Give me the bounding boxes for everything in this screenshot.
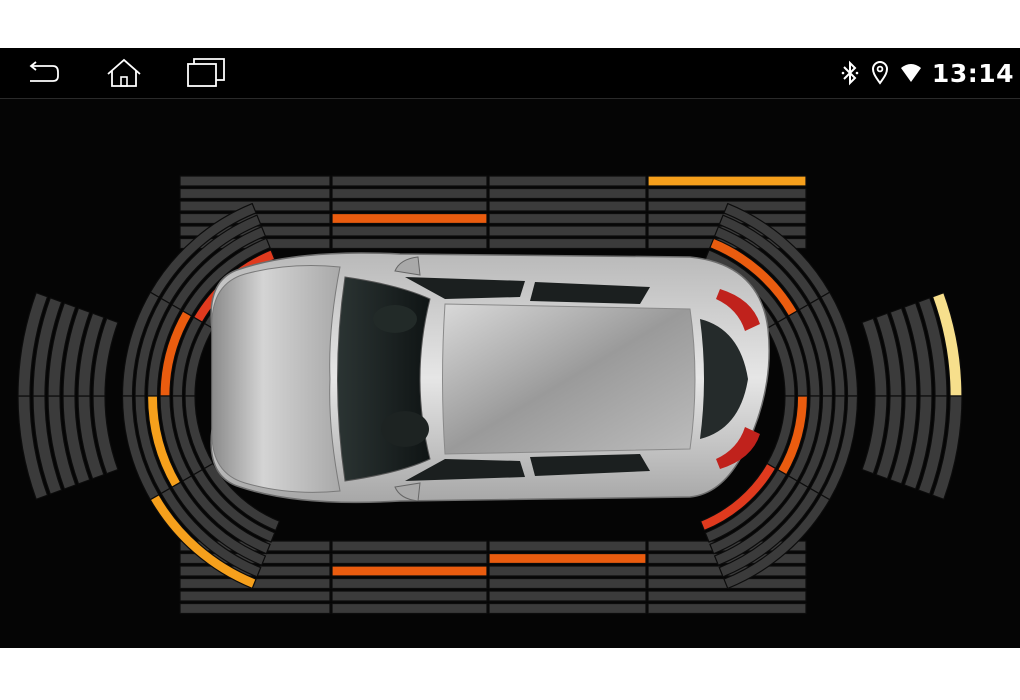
sensor-segment-top-mid-left-ring-2: [331, 225, 488, 237]
clock: 13:14: [931, 58, 1014, 88]
car-top-view: [210, 252, 770, 504]
back-button[interactable]: [20, 54, 64, 92]
sensor-segment-right-far-b-ring-4: [903, 395, 933, 490]
sensor-segment-left-rear-ring-3: [159, 395, 193, 482]
sensor-segment-left-far-b-ring-2: [77, 312, 105, 397]
sensor-segment-rear-right-corner-ring-3: [709, 475, 799, 555]
back-arrow-icon: [29, 61, 59, 82]
sensor-segment-rear-right-corner-ring-2: [704, 468, 788, 543]
sensor-segment-left-front-ring-6: [121, 291, 160, 397]
sensor-segment-top-mid-right-ring-3: [488, 212, 647, 225]
sensor-segment-rear-left-corner-ring-3: [181, 475, 271, 555]
sensor-segment-rear-left-corner-ring-2: [192, 468, 276, 543]
status-tray: 13:14: [840, 48, 1014, 98]
sensor-segment-bottom-mid-left-ring-2: [331, 552, 488, 565]
sensor-segment-left-far-b-ring-4: [47, 302, 77, 397]
sensor-segment-top-right-ring-5: [647, 187, 807, 200]
sensor-segment-top-mid-right-ring-1: [488, 237, 647, 250]
sensor-segment-front-left-corner-ring-3: [181, 237, 271, 317]
sensor-segment-right-far-b-ring-3: [889, 395, 918, 485]
sensor-segment-left-rear-ring-4: [146, 395, 182, 489]
sensor-segment-front-left-corner-ring-6: [149, 202, 257, 299]
sensor-segment-top-mid-left-ring-6: [331, 175, 488, 187]
sensor-segment-rear-right-corner-ring-1: [699, 462, 777, 532]
sensor-segment-bottom-mid-right-ring-4: [488, 577, 647, 590]
sensor-segment-bottom-left-ring-5: [179, 590, 331, 602]
sensor-segment-rear-left-corner-ring-6: [149, 493, 257, 590]
sensor-segment-bottom-right-ring-6: [647, 602, 807, 615]
sensor-segment-left-front-ring-3: [159, 310, 193, 397]
sensor-segment-top-mid-right-ring-5: [488, 187, 647, 200]
sensor-segment-rear-right-corner-ring-5: [718, 487, 820, 578]
sensor-segment-bottom-mid-right-ring-2: [488, 552, 647, 565]
sensor-segment-left-far-b-ring-5: [32, 297, 63, 397]
sensor-segment-front-left-corner-ring-5: [160, 214, 262, 305]
sensor-segment-bottom-mid-left-ring-4: [331, 577, 488, 590]
sensor-segment-top-mid-right-ring-4: [488, 200, 647, 212]
sensor-segment-top-left-ring-5: [179, 187, 331, 200]
wifi-icon: [900, 64, 921, 82]
sensor-segment-top-mid-left-ring-5: [331, 187, 488, 200]
sensor-segment-rear-left-corner-ring-5: [160, 487, 262, 578]
sensor-segment-left-front-ring-2: [171, 316, 204, 397]
sensor-segment-top-left-ring-6: [179, 175, 331, 187]
sensor-segment-right-far-b-ring-1: [861, 395, 888, 475]
sensor-segment-bottom-mid-left-ring-6: [331, 602, 488, 615]
sensor-segment-left-far-b-ring-3: [62, 307, 91, 397]
sensor-segment-left-far-b-ring-6: [17, 291, 49, 397]
sensor-segment-left-far-b-ring-1: [92, 317, 119, 397]
sensor-segment-bottom-right-ring-5: [647, 590, 807, 602]
status-bar: 13:14: [0, 48, 1020, 99]
head-unit-screen: 13:14: [0, 48, 1020, 648]
sensor-segment-right-far-b-ring-5: [917, 395, 948, 495]
sensor-segment-left-rear-ring-2: [171, 395, 204, 476]
sensor-segment-bottom-mid-right-ring-1: [488, 540, 647, 552]
sensor-segment-left-front-ring-5: [134, 297, 171, 397]
sensor-segment-top-mid-right-ring-6: [488, 175, 647, 187]
sensor-segment-top-mid-left-ring-3: [331, 212, 488, 225]
parking-sensor-graphic: [17, 175, 963, 615]
home-button[interactable]: [102, 54, 146, 92]
recent-apps-button[interactable]: [184, 54, 228, 92]
sensor-segment-bottom-left-ring-6: [179, 602, 331, 615]
sensor-segment-bottom-left-ring-4: [179, 577, 331, 590]
sensor-segment-top-mid-right-ring-2: [488, 225, 647, 237]
sensor-segment-top-left-ring-4: [179, 200, 331, 212]
sensor-segment-bottom-mid-left-ring-1: [331, 540, 488, 552]
sensor-segment-rear-left-corner-ring-4: [171, 481, 267, 566]
sensor-segment-top-mid-left-ring-1: [331, 237, 488, 250]
sensor-segment-top-mid-left-ring-4: [331, 200, 488, 212]
sensor-segment-bottom-mid-right-ring-3: [488, 565, 647, 577]
bluetooth-icon: [841, 60, 859, 86]
sensor-segment-right-far-b-ring-2: [875, 395, 903, 480]
home-icon: [107, 58, 141, 87]
sensor-segment-rear-right-corner-ring-4: [713, 481, 809, 566]
sensor-segment-rear-left-corner-ring-1: [203, 462, 281, 532]
location-icon: [871, 61, 888, 85]
sensor-segment-bottom-mid-right-ring-6: [488, 602, 647, 615]
sensor-segment-top-right-ring-6: [647, 175, 807, 187]
sensor-segment-left-rear-ring-6: [121, 395, 160, 501]
parking-sensor-display: [0, 99, 1020, 648]
sensor-segment-bottom-mid-left-ring-5: [331, 590, 488, 602]
sensor-segment-front-left-corner-ring-4: [171, 226, 267, 311]
recent-apps-icon: [187, 58, 225, 87]
sensor-segment-bottom-mid-right-ring-5: [488, 590, 647, 602]
sensor-segment-rear-right-corner-ring-6: [723, 493, 831, 590]
sensor-segment-left-rear-ring-5: [134, 395, 171, 495]
sensor-segment-bottom-mid-left-ring-3: [331, 565, 488, 577]
sensor-grid: [17, 175, 963, 615]
sensor-segment-left-rear-ring-1: [184, 395, 214, 470]
sensor-segment-right-far-b-ring-6: [931, 395, 963, 501]
sensor-segment-left-front-ring-4: [146, 303, 182, 397]
